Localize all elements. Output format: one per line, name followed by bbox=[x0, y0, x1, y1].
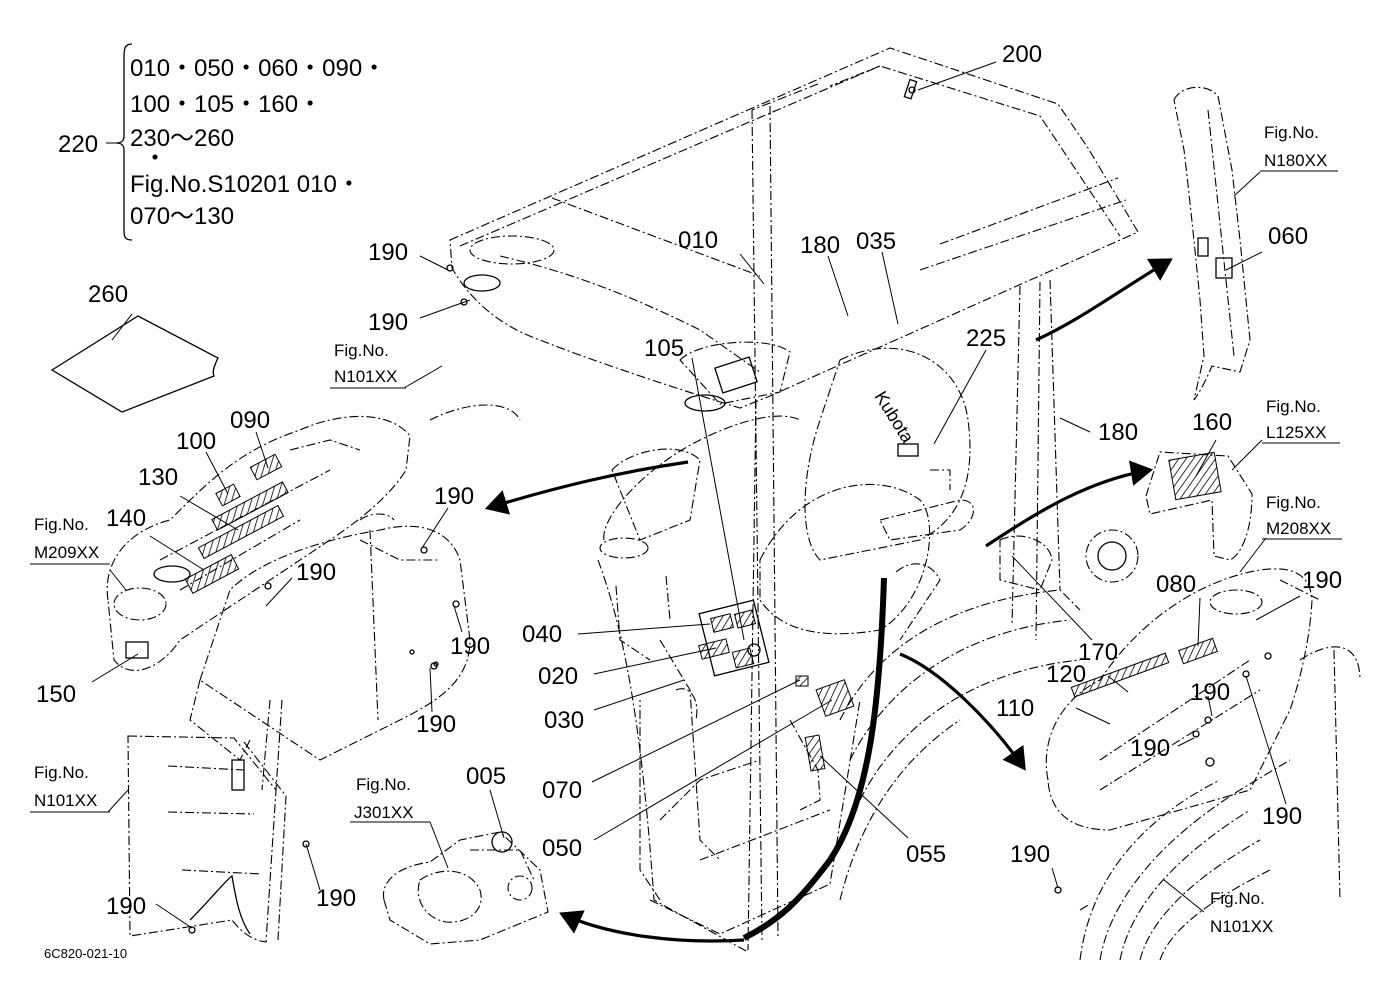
callout-260: 260 bbox=[88, 281, 128, 308]
controls-drawing bbox=[615, 563, 941, 861]
callout-190-fender-right-top: 190 bbox=[1302, 567, 1342, 594]
callout-150: 150 bbox=[36, 681, 76, 708]
svg-text:M209XX: M209XX bbox=[34, 543, 99, 562]
svg-text:Fig.No.: Fig.No. bbox=[334, 341, 389, 360]
legend-line-6: 070～130 bbox=[130, 203, 234, 230]
legend-line-3: 230～260 bbox=[130, 125, 234, 152]
cab-frame-drawing bbox=[429, 105, 1061, 953]
callout-120: 120 bbox=[1046, 661, 1086, 688]
callout-190-fender-right-mid: 190 bbox=[1190, 679, 1230, 706]
callout-070: 070 bbox=[542, 777, 582, 804]
callout-140: 140 bbox=[106, 505, 146, 532]
svg-text:M208XX: M208XX bbox=[1266, 519, 1331, 538]
callout-225: 225 bbox=[966, 325, 1006, 352]
figref-m208xx: Fig.No. M208XX bbox=[1262, 493, 1342, 540]
rear-cover-drawing bbox=[1145, 451, 1253, 561]
callout-110: 110 bbox=[996, 695, 1034, 722]
callout-220: 220 bbox=[58, 131, 98, 158]
figref-n101xx-roof: Fig.No. N101XX bbox=[330, 341, 406, 389]
legend-line-5: Fig.No.S10201 010・ bbox=[130, 171, 361, 198]
brand-label: Kubota bbox=[871, 388, 919, 448]
figref-l125xx: Fig.No. L125XX bbox=[1262, 397, 1340, 444]
callout-190-roof-left: 190 bbox=[368, 239, 408, 266]
callout-180-roof: 180 bbox=[800, 232, 840, 259]
legend-line-1: 010・050・060・090・ bbox=[130, 55, 386, 82]
callout-190-panel-bottom: 190 bbox=[416, 711, 456, 738]
callout-190-roof-lower: 190 bbox=[368, 309, 408, 336]
svg-text:Fig.No.: Fig.No. bbox=[1266, 397, 1321, 416]
figref-n180xx: Fig.No. N180XX bbox=[1260, 123, 1338, 172]
callout-190-panel-top: 190 bbox=[434, 483, 474, 510]
right-fender-drawing bbox=[1045, 568, 1361, 901]
callout-005: 005 bbox=[466, 763, 506, 790]
callout-190-fender-right-low: 190 bbox=[1130, 735, 1170, 762]
callout-030: 030 bbox=[544, 707, 584, 734]
rear-fender-drawing bbox=[839, 529, 1139, 901]
svg-text:N180XX: N180XX bbox=[1264, 151, 1327, 170]
transmission-case-drawing bbox=[382, 831, 549, 945]
cab-roof-drawing bbox=[449, 47, 1139, 412]
left-fender-drawing bbox=[106, 415, 411, 671]
rear-pillar-drawing bbox=[1173, 86, 1251, 401]
wire-harness-drawing bbox=[742, 577, 887, 941]
callout-190-fender-right-bottom: 190 bbox=[1262, 803, 1302, 830]
svg-text:Fig.No.: Fig.No. bbox=[1264, 123, 1319, 142]
figref-j301xx: Fig.No. J301XX bbox=[350, 775, 430, 823]
svg-text:Fig.No.: Fig.No. bbox=[34, 763, 89, 782]
figref-n101xx-front: Fig.No. N101XX bbox=[30, 763, 110, 813]
svg-text:N101XX: N101XX bbox=[334, 367, 397, 386]
svg-text:Fig.No.: Fig.No. bbox=[1266, 493, 1321, 512]
figref-m209xx: Fig.No. M209XX bbox=[30, 515, 110, 565]
svg-text:N101XX: N101XX bbox=[34, 791, 97, 810]
callout-105: 105 bbox=[644, 335, 684, 362]
right-lower-fender-drawing bbox=[1079, 759, 1291, 961]
figref-n101xx-rear: Fig.No. N101XX bbox=[1210, 889, 1273, 936]
callout-080: 080 bbox=[1156, 571, 1196, 598]
legend-line-4: ・ bbox=[143, 145, 167, 172]
legend-bracket bbox=[106, 43, 133, 241]
callout-100: 100 bbox=[176, 428, 216, 455]
leader-lines bbox=[91, 61, 1301, 929]
callout-190-front-bottom: 190 bbox=[106, 893, 146, 920]
seat-drawing: Kubota bbox=[759, 347, 975, 635]
svg-text:Fig.No.: Fig.No. bbox=[34, 515, 89, 534]
callout-035: 035 bbox=[856, 228, 896, 255]
callout-050: 050 bbox=[542, 835, 582, 862]
svg-text:Fig.No.: Fig.No. bbox=[356, 775, 411, 794]
svg-text:L125XX: L125XX bbox=[1266, 423, 1327, 442]
callout-020: 020 bbox=[538, 663, 578, 690]
callout-190-panel-right: 190 bbox=[450, 633, 490, 660]
reference-arrows bbox=[484, 258, 1173, 943]
svg-text:N101XX: N101XX bbox=[1210, 917, 1273, 936]
callout-170: 170 bbox=[1078, 639, 1118, 666]
fastener-marks bbox=[188, 264, 1272, 934]
callout-190-fender-left: 190 bbox=[296, 559, 336, 586]
callout-055: 055 bbox=[906, 841, 946, 868]
callout-180-pillar: 180 bbox=[1098, 419, 1138, 446]
callout-190-lower-fender: 190 bbox=[1010, 841, 1050, 868]
manual-sheet-drawing bbox=[50, 313, 219, 413]
left-front-panel-drawing bbox=[127, 735, 287, 943]
callout-060: 060 bbox=[1268, 223, 1308, 250]
svg-text:Fig.No.: Fig.No. bbox=[1210, 889, 1265, 908]
legend-line-2: 100・105・160・ bbox=[130, 91, 322, 118]
callout-160: 160 bbox=[1192, 409, 1232, 436]
callout-190-front-panel: 190 bbox=[316, 885, 356, 912]
callout-200: 200 bbox=[1002, 41, 1042, 68]
callout-010: 010 bbox=[678, 227, 718, 254]
callout-040: 040 bbox=[522, 621, 562, 648]
drawing-code: 6C820-021-10 bbox=[44, 946, 127, 961]
svg-text:J301XX: J301XX bbox=[354, 803, 414, 822]
callout-130: 130 bbox=[138, 464, 178, 491]
callout-090: 090 bbox=[230, 407, 270, 434]
